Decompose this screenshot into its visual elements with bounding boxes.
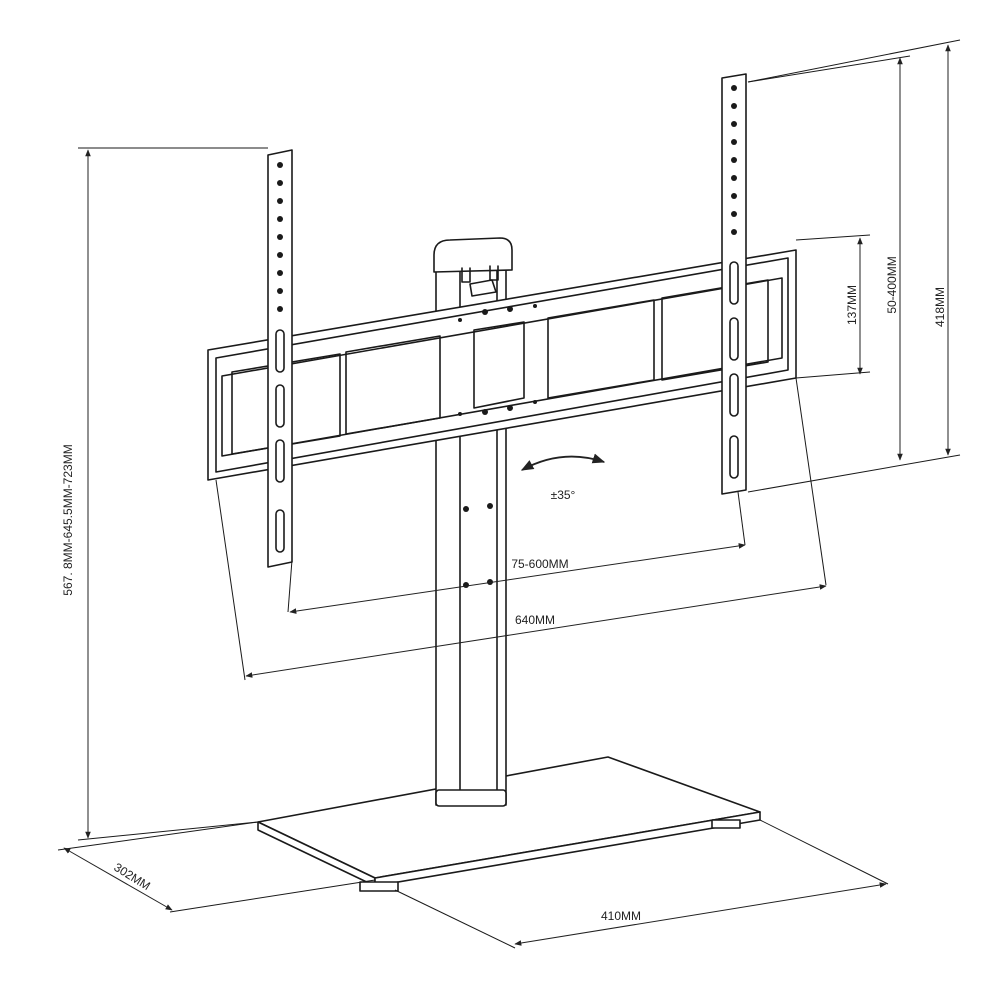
horizontal-dimensions	[215, 377, 827, 681]
base-foot-right	[711, 819, 741, 829]
base-width-label: 410MM	[601, 909, 641, 923]
arm-length-label: 418MM	[933, 287, 947, 327]
height-dimension	[77, 147, 268, 841]
right-mounting-arm	[721, 73, 747, 495]
vesa-horizontal-label: 75-600MM	[511, 557, 568, 571]
base-dimensions	[57, 819, 889, 949]
vesa-mounting-plate	[207, 249, 797, 481]
arm-vertical-label: 50-400MM	[885, 256, 899, 313]
glass-base	[257, 756, 761, 892]
plate-window-2	[345, 335, 441, 435]
vertical-dimensions-right	[747, 39, 961, 493]
base-depth-label: 302MM	[111, 860, 152, 893]
height-label: 567. 8MM-645.5MM-723MM	[61, 444, 75, 595]
plate-window-1	[231, 353, 341, 455]
plate-window-3	[473, 321, 525, 409]
left-mounting-arm	[267, 149, 293, 568]
overall-width-label: 640MM	[515, 613, 555, 627]
base-foot-front	[359, 881, 399, 892]
vesa-vertical-label: 137MM	[845, 285, 859, 325]
tilt-label: ±35°	[551, 488, 576, 502]
tilt-rotation-arrow	[520, 453, 606, 471]
plate-window-4	[547, 299, 655, 399]
